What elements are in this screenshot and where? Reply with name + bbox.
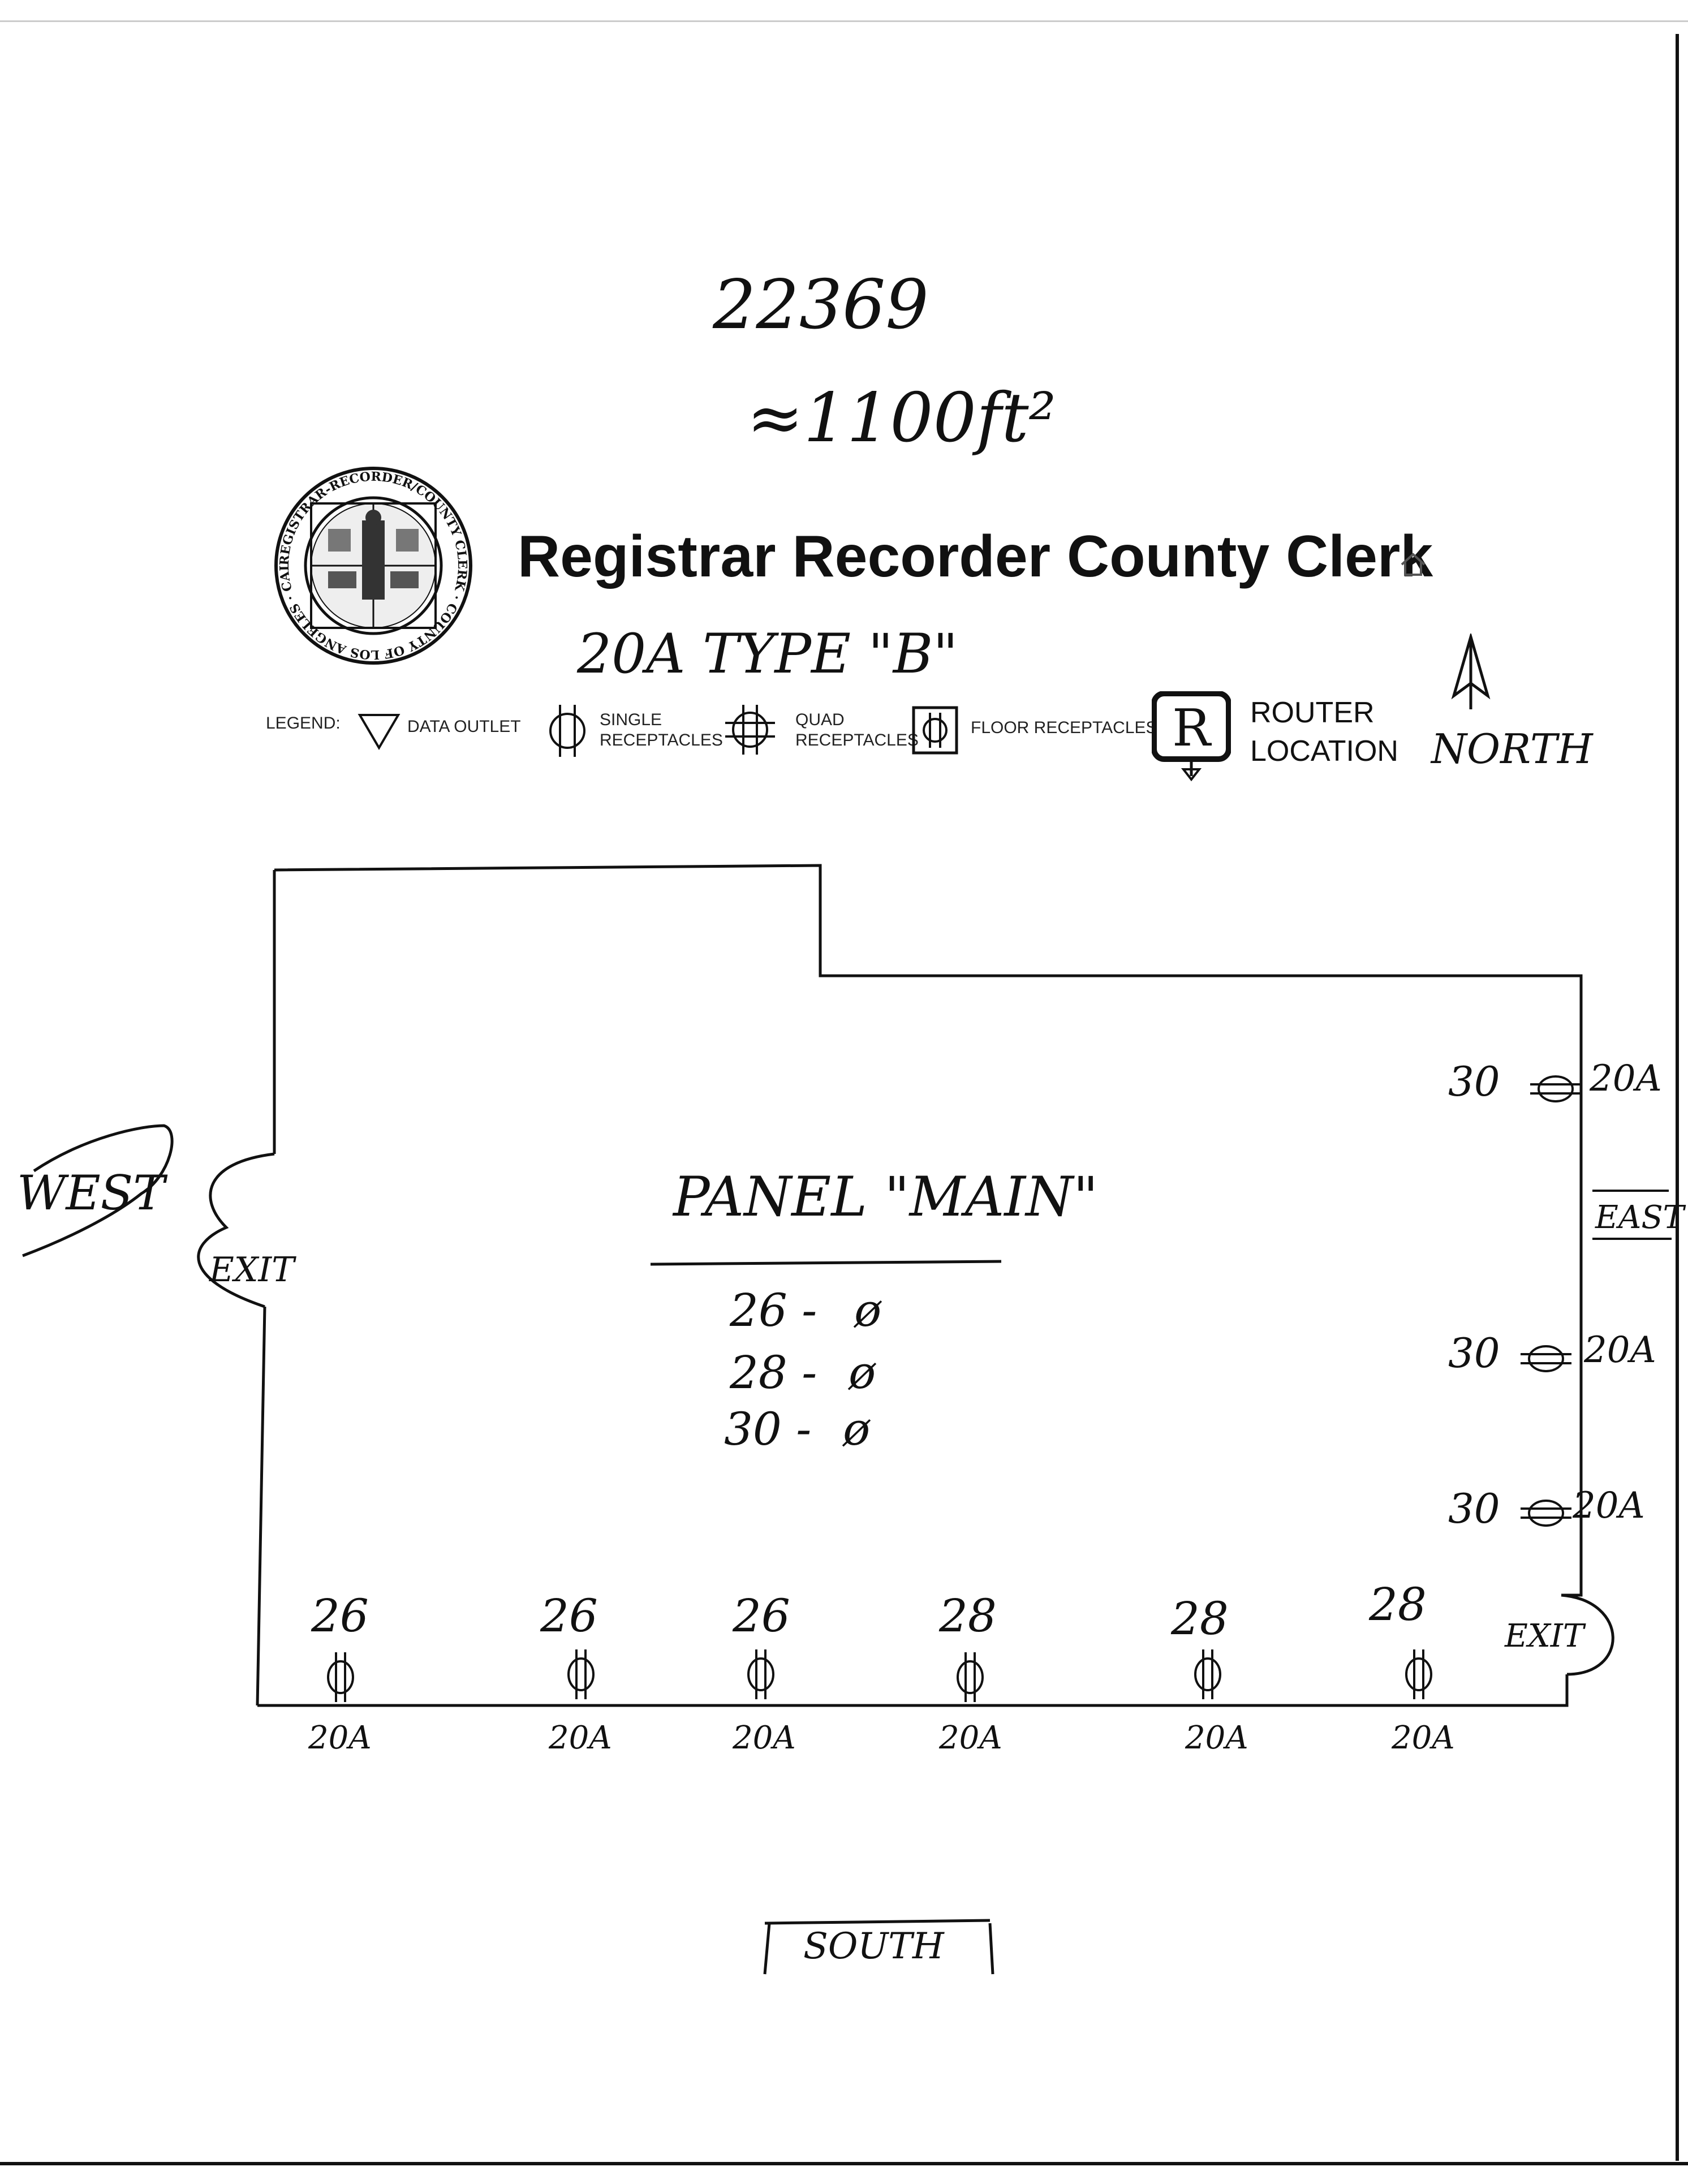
south-receptacle-4-icon (953, 1649, 987, 1708)
county-seal: REGISTRAR-RECORDER/COUNTY CLERK · COUNTY… (266, 453, 475, 667)
south-label: SOUTH (803, 1925, 944, 1967)
east-exit-door (1561, 1593, 1614, 1676)
south-receptacle-3-amps: 20A (733, 1720, 796, 1756)
floor-receptacle-icon (912, 706, 958, 755)
south-receptacle-3-circuit: 26 (733, 1589, 790, 1642)
panel-title: PANEL "MAIN" (673, 1165, 1099, 1229)
south-receptacle-1-circuit: 26 (311, 1589, 369, 1642)
west-exit-door (197, 1152, 275, 1308)
west-label: WEST (17, 1165, 165, 1221)
page-right-edge (1676, 34, 1679, 2161)
east-receptacle-1-amps: 20A (1590, 1058, 1662, 1100)
east-receptacle-1-icon (1530, 1072, 1581, 1108)
north-label: NORTH (1431, 725, 1593, 773)
router-letter: R (1172, 699, 1212, 758)
page-title: Registrar Recorder County Clerk (518, 524, 1433, 589)
south-receptacle-6-amps: 20A (1392, 1720, 1455, 1756)
panel-circuit-30-symbol: ø (843, 1403, 871, 1455)
panel-circuit-30: 30 - (724, 1403, 812, 1455)
south-receptacle-5-circuit: 28 (1171, 1592, 1229, 1645)
south-receptacle-5-amps: 20A (1185, 1720, 1248, 1756)
east-receptacle-3-amps: 20A (1573, 1485, 1645, 1527)
south-receptacle-4-amps: 20A (939, 1720, 1002, 1756)
east-receptacle-1-circuit: 30 (1448, 1058, 1500, 1105)
quad-receptacle-icon (722, 701, 778, 758)
south-receptacle-5-icon (1191, 1646, 1225, 1705)
east-receptacle-2-icon (1521, 1342, 1571, 1378)
id-number: 22369 (713, 266, 929, 344)
north-wall (274, 864, 1583, 1597)
legend-single-line2: RECEPTACLES (600, 731, 723, 749)
west-exit-label: EXIT (209, 1250, 295, 1290)
west-wall-lower (256, 1306, 266, 1706)
panel-circuit-26: 26 - (730, 1284, 817, 1337)
legend-single-line1: SINGLE (600, 710, 662, 729)
legend-data-outlet: DATA OUTLET (407, 717, 521, 736)
south-receptacle-1-amps: 20A (308, 1720, 372, 1756)
panel-circuit-28-symbol: ø (849, 1346, 876, 1399)
area-note: ≈1100ft² (747, 379, 1056, 458)
legend-floor: FLOOR RECEPTACLES (971, 718, 1157, 737)
south-receptacle-2-icon (564, 1646, 598, 1705)
legend-quad-line2: RECEPTACLES (795, 731, 919, 749)
east-receptacle-2-circuit: 30 (1448, 1329, 1500, 1377)
south-receptacle-6-icon (1402, 1646, 1436, 1705)
panel-circuit-28: 28 - (730, 1346, 817, 1399)
west-label-bubble (22, 1124, 174, 1257)
south-wall (257, 1674, 1569, 1707)
east-exit-label: EXIT (1505, 1618, 1584, 1655)
panel-title-underline (650, 1260, 1002, 1266)
east-receptacle-3-icon (1521, 1496, 1571, 1532)
router-icon: R (1151, 691, 1231, 782)
legend-router-line2: LOCATION (1250, 735, 1398, 768)
panel-circuit-26-symbol: ø (854, 1284, 882, 1337)
type-note: 20A TYPE "B" (577, 622, 958, 686)
legend-quad-line1: QUAD (795, 710, 845, 729)
data-outlet-icon (356, 712, 402, 751)
single-receptacle-icon (548, 703, 587, 759)
south-receptacle-4-circuit: 28 (939, 1589, 997, 1642)
top-border (0, 20, 1688, 22)
south-receptacle-2-circuit: 26 (540, 1589, 598, 1642)
east-label: EAST (1595, 1199, 1685, 1236)
north-arrow-icon (1448, 631, 1493, 713)
legend-router-line1: ROUTER (1250, 696, 1375, 729)
south-receptacle-1-icon (324, 1649, 358, 1708)
south-receptacle-6-circuit: 28 (1369, 1578, 1427, 1631)
page-bottom-edge (0, 2162, 1688, 2165)
south-label-bracket (763, 1919, 994, 1975)
south-receptacle-3-icon (744, 1646, 778, 1705)
east-receptacle-3-circuit: 30 (1448, 1485, 1500, 1532)
south-receptacle-2-amps: 20A (549, 1720, 612, 1756)
home-icon (1397, 549, 1429, 580)
legend-label: LEGEND: (266, 714, 341, 733)
east-receptacle-2-amps: 20A (1584, 1329, 1656, 1371)
